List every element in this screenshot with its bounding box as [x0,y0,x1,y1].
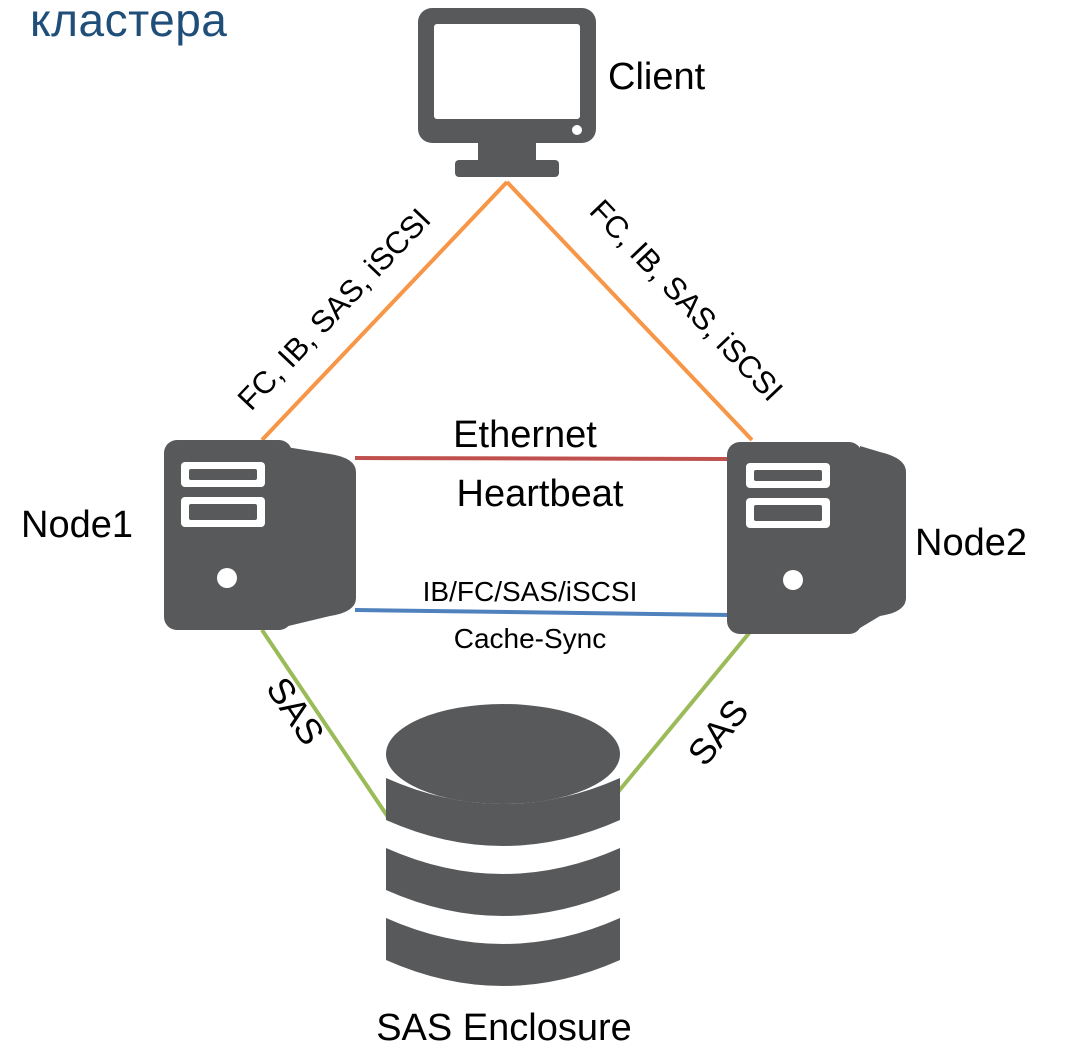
client-node1-link [260,180,509,442]
server-icon-node2 [727,442,906,634]
database-icon [386,704,620,986]
node1-label: Node1 [21,504,133,546]
enclosure-label: SAS Enclosure [376,1007,632,1049]
node1-enclosure-link-label: SAS [258,670,332,753]
heartbeat-label-top: Ethernet [453,414,597,456]
heartbeat-label-bottom: Heartbeat [457,473,624,515]
node2-label: Node2 [915,522,1027,564]
slide-title: кластера [30,0,227,46]
client-node2-link-label: FC, IB, SAS, iSCSI [583,193,790,408]
server-icon-node1 [164,440,356,630]
node1-enclosure-link [260,628,392,822]
cache-sync-link [354,608,731,617]
cache-sync-label-bottom: Cache-Sync [454,623,607,654]
cache-sync-label-top: IB/FC/SAS/iSCSI [423,576,638,607]
client-node1-link-label: FC, IB, SAS, iSCSI [231,202,438,417]
heartbeat-link [354,456,731,461]
monitor-icon [418,8,596,177]
node2-enclosure-link [593,630,752,822]
client-label: Client [608,56,706,98]
client-node2-link [505,180,754,442]
